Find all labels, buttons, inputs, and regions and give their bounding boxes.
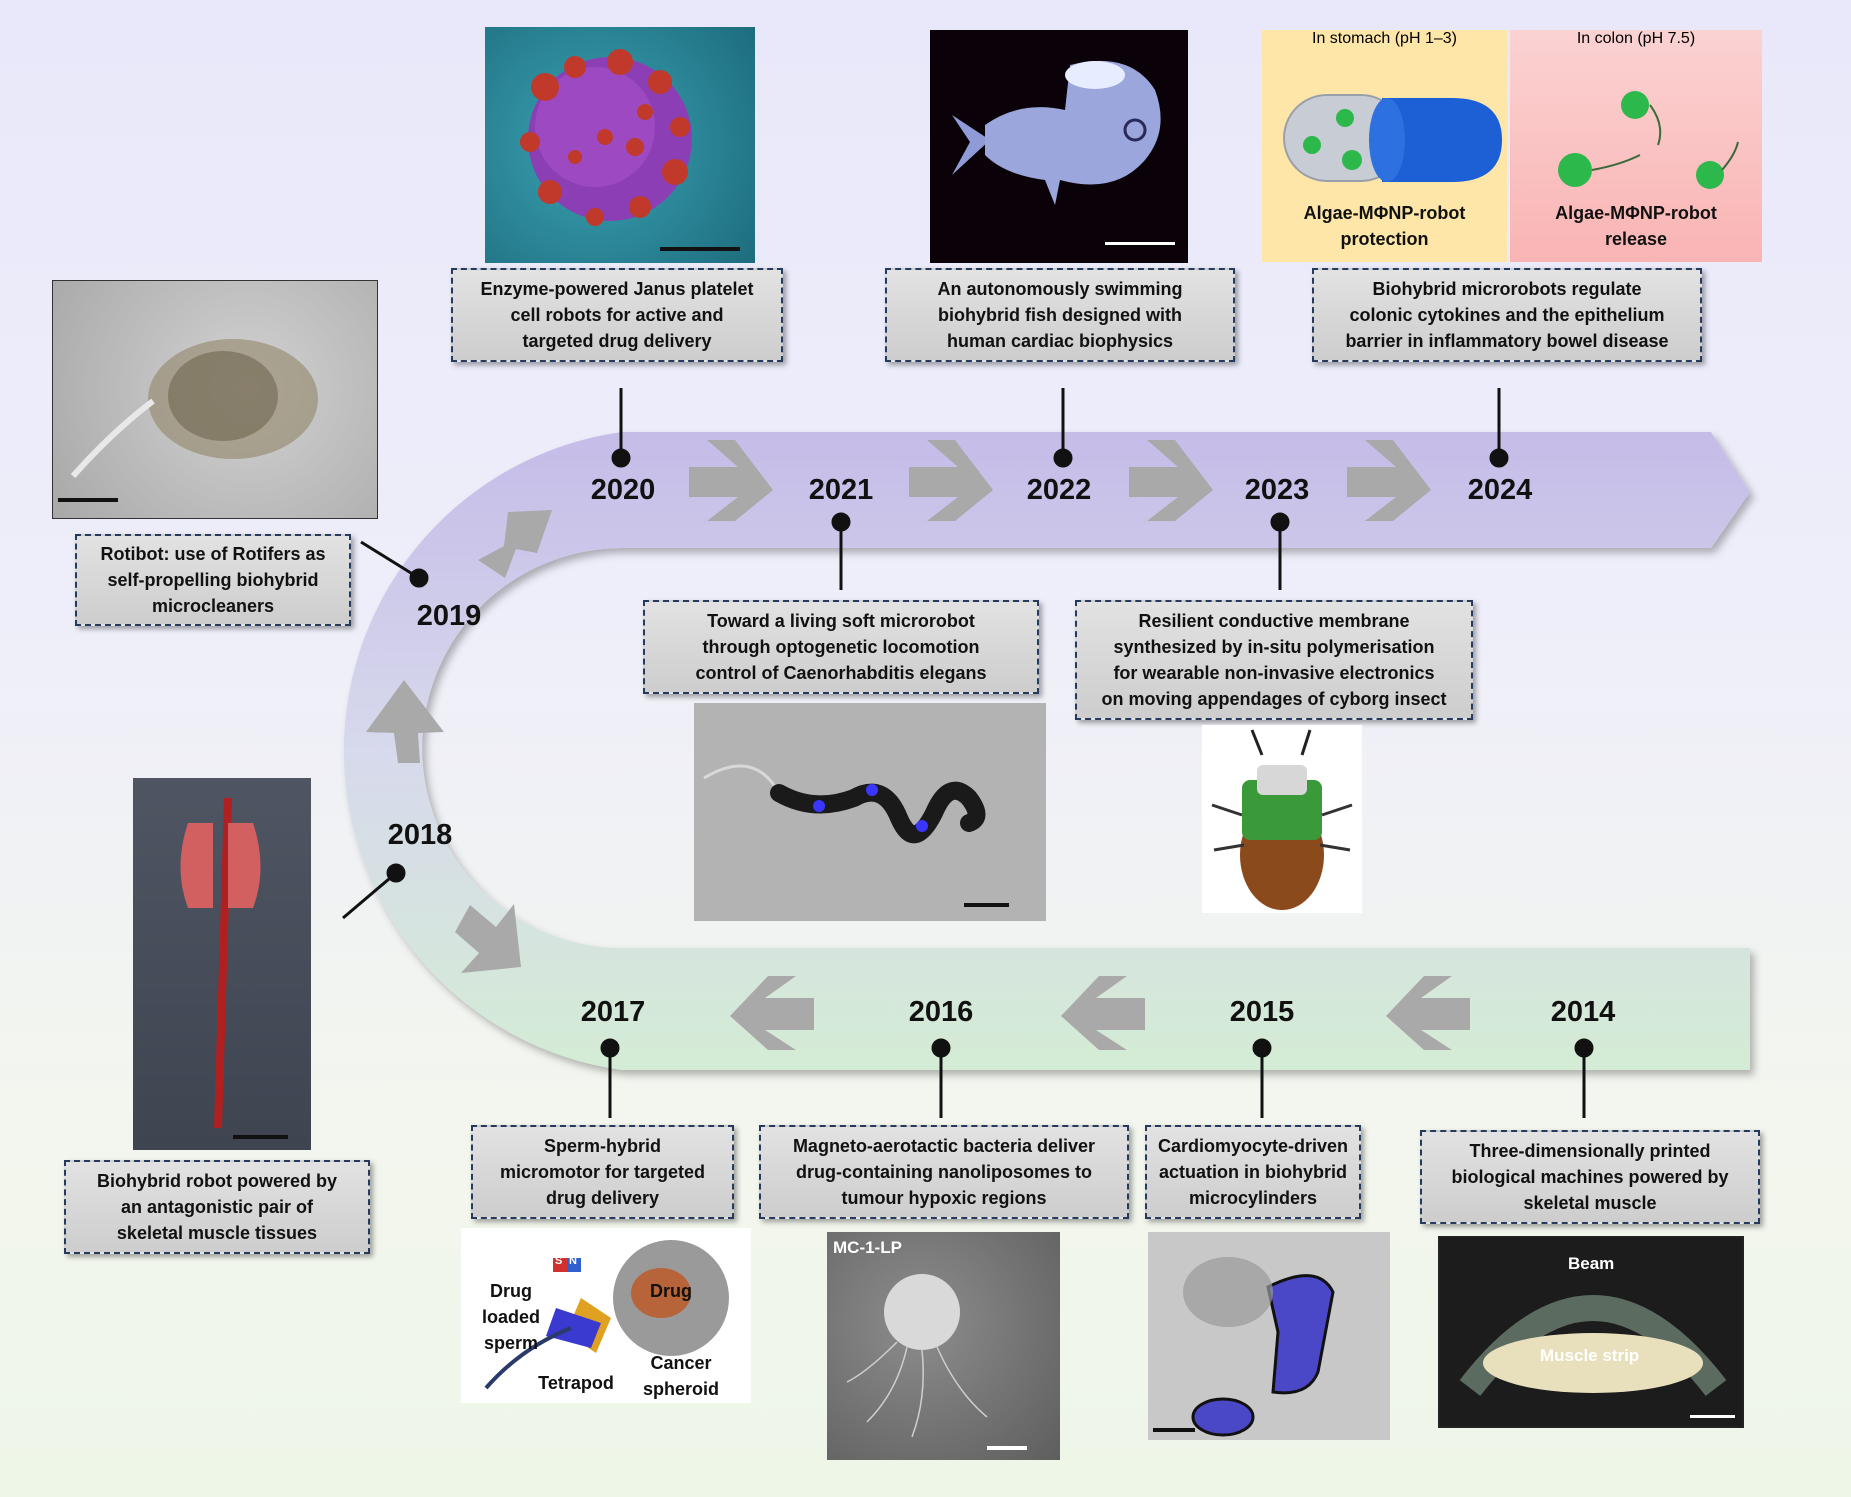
- timeline-dot-icon: [1053, 448, 1073, 468]
- caption-2015: Cardiomyocyte-driven actuation in biohyb…: [1145, 1125, 1361, 1219]
- year-2021: 2021: [808, 474, 874, 506]
- year-2023: 2023: [1244, 474, 1310, 506]
- caption-2021: Toward a living soft microrobot through …: [643, 600, 1039, 694]
- year-2019: 2019: [416, 600, 482, 632]
- timeline-dot-icon: [386, 863, 406, 883]
- timeline-dot-icon: [931, 1038, 951, 1058]
- timeline-dot-icon: [1252, 1038, 1272, 1058]
- year-2017: 2017: [580, 996, 646, 1028]
- caption-2024: Biohybrid microrobots regulate colonic c…: [1312, 268, 1702, 362]
- stomach-panel: In stomach (pH 1–3) Algae-MΦNP-robot pro…: [1262, 30, 1507, 262]
- caption-2016: Magneto-aerotactic bacteria deliver drug…: [759, 1125, 1129, 1219]
- year-2020: 2020: [590, 474, 656, 506]
- caption-2017: Sperm-hybrid micromotor for targeted dru…: [471, 1125, 734, 1219]
- chevron-arrow-icon: [689, 440, 1431, 521]
- sperm-micromotor-image: S N Drug loaded sperm Drug Tetrapod Canc…: [461, 1228, 751, 1403]
- stomach-title: In stomach (pH 1–3): [1312, 30, 1457, 47]
- timeline-road: [343, 432, 1751, 1070]
- caption-2020: Enzyme-powered Janus platelet cell robot…: [451, 268, 783, 362]
- cyborg-insect-image: [1202, 725, 1362, 913]
- year-2024: 2024: [1467, 474, 1533, 506]
- caption-2019: Rotibot: use of Rotifers as self-propell…: [75, 534, 351, 626]
- c-elegans-image: [694, 703, 1046, 921]
- cancer-spheroid-label: Cancer spheroid: [642, 1353, 719, 1399]
- colon-title: In colon (pH 7.5): [1576, 30, 1696, 47]
- biohybrid-fish-image: [930, 30, 1188, 263]
- drug-loaded-sperm-label: Drug loaded sperm: [481, 1281, 540, 1353]
- bio-machine-image: Beam Muscle strip: [1438, 1236, 1744, 1428]
- year-2016: 2016: [908, 996, 974, 1028]
- microcylinder-image: [1148, 1232, 1390, 1440]
- drug-label: Drug: [650, 1281, 692, 1301]
- timeline-dot-icon: [1270, 512, 1290, 532]
- magnet-s-label: S: [555, 1255, 563, 1267]
- timeline-dot-icon: [611, 448, 631, 468]
- caption-2022: An autonomously swimming biohybrid fish …: [885, 268, 1235, 362]
- stomach-caption: Algae-MΦNP-robot protection: [1303, 203, 1466, 249]
- timeline-dot-icon: [600, 1038, 620, 1058]
- magnet-n-label: N: [569, 1255, 577, 1267]
- chevron-arrow-icon: [366, 510, 552, 973]
- muscle-strip-label: Muscle strip: [1540, 1346, 1640, 1365]
- platelet-robot-image: [485, 27, 755, 263]
- beam-label: Beam: [1568, 1254, 1615, 1273]
- mc1lp-label: MC-1-LP: [833, 1238, 902, 1257]
- timeline-dot-icon: [1489, 448, 1509, 468]
- muscle-robot-image: [133, 778, 311, 1150]
- year-2022: 2022: [1026, 474, 1092, 506]
- caption-2018: Biohybrid robot powered by an antagonist…: [64, 1160, 370, 1254]
- timeline-dot-icon: [409, 568, 429, 588]
- year-2014: 2014: [1550, 996, 1616, 1028]
- colon-panel: In colon (pH 7.5) Algae-MΦNP-robot relea…: [1510, 30, 1762, 262]
- year-2015: 2015: [1229, 996, 1295, 1028]
- rotifer-image: [52, 280, 378, 519]
- timeline-dot-icon: [831, 512, 851, 532]
- year-2018: 2018: [387, 819, 453, 851]
- caption-2023: Resilient conductive membrane synthesize…: [1075, 600, 1473, 720]
- tetrapod-label: Tetrapod: [538, 1373, 614, 1393]
- mc1lp-image: MC-1-LP: [827, 1232, 1060, 1460]
- timeline-dot-icon: [1574, 1038, 1594, 1058]
- colon-caption: Algae-MΦNP-robot release: [1555, 203, 1717, 249]
- caption-2014: Three-dimensionally printed biological m…: [1420, 1130, 1760, 1224]
- chevron-arrow-icon: [730, 976, 1470, 1050]
